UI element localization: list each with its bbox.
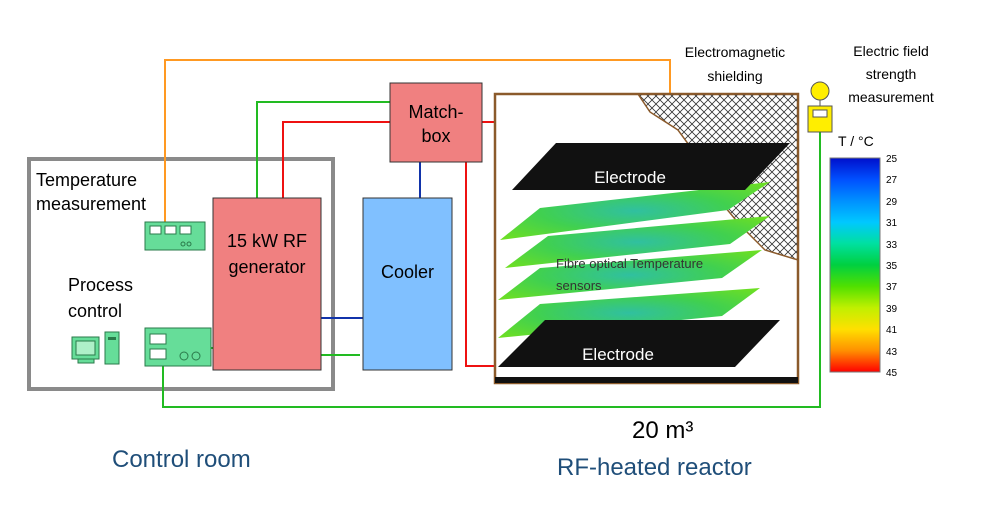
rf-generator-label: 15 kW RF generator [226,231,307,277]
electrode-bottom-plate [498,320,780,367]
rf-generator-box [212,197,322,371]
legend-tick-label: 37 [886,282,898,294]
electrode-bottom-label: Electrode [582,345,654,364]
field-probe-icon [807,81,833,133]
legend-tick-label: 41 [886,325,898,337]
legend-tick-label: 33 [886,239,898,251]
fibre-sensors-label: Fibre optical Temperature sensors [556,256,704,293]
legend-tick-label: 39 [886,303,898,315]
legend-tick-label: 25 [886,154,898,165]
process-controller [144,327,212,367]
computer-icon [71,331,120,365]
matchbox-label: Match- box [408,102,464,146]
temperature-colorbar [829,157,881,373]
legend-tick-label: 43 [886,346,898,358]
control-room-title: Control room [112,446,251,473]
legend-title: T / °C [838,133,874,149]
electrode-top-label: Electrode [594,168,666,187]
em-shielding-label: Electromagnetic shielding [684,44,786,84]
legend-tick-label: 31 [886,218,898,230]
wire-blue [320,162,421,319]
temperature-measurement-label: Temperature measurement [36,170,147,214]
process-control-label: Process control [68,275,134,321]
legend-tick-label: 27 [886,175,898,187]
cooler-box [362,197,453,371]
matchbox-box [389,82,483,163]
cooler-label: Cooler [380,262,435,282]
legend-tick-label: 35 [886,261,898,272]
efield-measurement-label: Electric field strength measurement [848,43,934,105]
control-room-box [27,157,335,391]
electrode-top-plate [512,143,790,190]
volume-label: 20 m³ [632,417,694,444]
legend-tick-label: 29 [886,196,898,208]
legend-tick-label: 45 [886,368,898,379]
reactor-title: RF-heated reactor [557,454,752,481]
